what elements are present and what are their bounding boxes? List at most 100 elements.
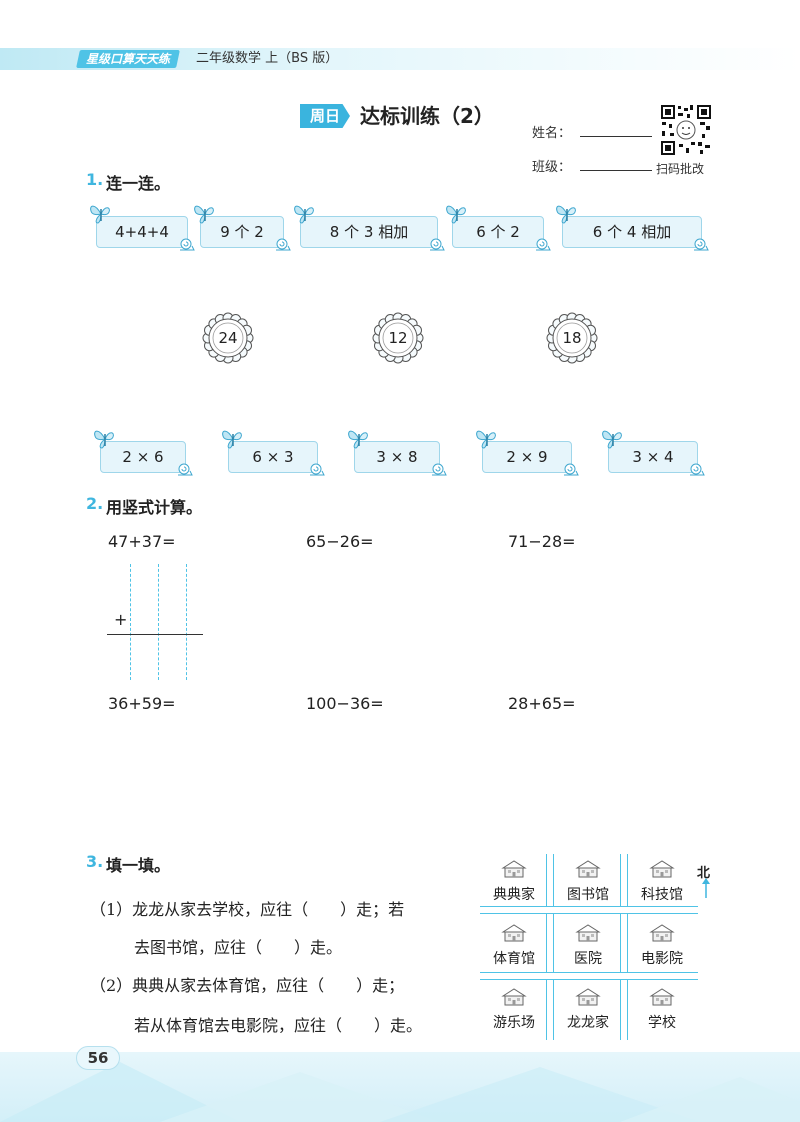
section-1-title: 连一连。 bbox=[106, 174, 171, 193]
map-place-label: 医院 bbox=[574, 951, 602, 967]
scan-label: 扫码批改 bbox=[656, 162, 705, 176]
page-title: 达标训练（2） bbox=[360, 104, 494, 128]
match-card-label: 6 × 3 bbox=[252, 448, 294, 466]
column-guide-line bbox=[158, 564, 159, 680]
calc-expression: 47+37= bbox=[108, 532, 176, 551]
flower-target-icon[interactable] bbox=[546, 312, 598, 364]
butterfly-icon bbox=[94, 430, 114, 449]
calc-expression: 36+59= bbox=[108, 694, 176, 713]
flower-number: 18 bbox=[562, 329, 582, 347]
snail-icon bbox=[276, 238, 291, 251]
flower-target-icon[interactable] bbox=[372, 312, 424, 364]
section-3-title: 填一填。 bbox=[106, 856, 171, 875]
building-icon bbox=[649, 924, 675, 942]
sum-line bbox=[107, 634, 203, 635]
calc-expression: 100−36= bbox=[306, 694, 384, 713]
header-band bbox=[0, 48, 800, 70]
butterfly-icon bbox=[446, 205, 466, 224]
name-blank[interactable] bbox=[580, 136, 652, 137]
flower-target-icon[interactable] bbox=[202, 312, 254, 364]
match-card[interactable]: 3 × 4 bbox=[602, 430, 705, 476]
snail-icon bbox=[694, 238, 709, 251]
building-icon bbox=[501, 860, 527, 878]
match-card[interactable]: 3 × 8 bbox=[348, 430, 447, 476]
match-card[interactable]: 4+4+4 bbox=[90, 205, 195, 251]
building-icon bbox=[575, 988, 601, 1006]
map-street-vertical bbox=[546, 854, 554, 1040]
column-guide-line bbox=[186, 564, 187, 680]
butterfly-icon bbox=[222, 430, 242, 449]
class-blank[interactable] bbox=[580, 170, 652, 171]
calc-expression: 71−28= bbox=[508, 532, 576, 551]
building-icon bbox=[575, 860, 601, 878]
butterfly-icon bbox=[90, 205, 110, 224]
match-card[interactable]: 6 个 4 相加 bbox=[556, 205, 709, 251]
snail-icon bbox=[430, 238, 445, 251]
snail-icon bbox=[690, 463, 705, 476]
match-card[interactable]: 2 × 9 bbox=[476, 430, 579, 476]
match-card[interactable]: 6 × 3 bbox=[222, 430, 325, 476]
match-card[interactable]: 9 个 2 bbox=[194, 205, 291, 251]
flower-number: 24 bbox=[218, 329, 238, 347]
map-street-horizontal bbox=[480, 972, 698, 980]
butterfly-icon bbox=[476, 430, 496, 449]
map-place-label: 学校 bbox=[648, 1015, 676, 1031]
day-badge: 周日 bbox=[300, 104, 350, 128]
match-card[interactable]: 8 个 3 相加 bbox=[294, 205, 445, 251]
building-icon bbox=[501, 988, 527, 1006]
snail-icon bbox=[564, 463, 579, 476]
question-1-line-2: 去图书馆，应往（ ）走。 bbox=[134, 938, 343, 957]
butterfly-icon bbox=[348, 430, 368, 449]
question-1-line-1: （1）龙龙从家去学校，应往（ ）走；若 bbox=[90, 900, 405, 919]
page-number: 56 bbox=[76, 1046, 120, 1070]
north-label: 北 bbox=[697, 866, 711, 881]
snail-icon bbox=[178, 463, 193, 476]
flower-number: 12 bbox=[388, 329, 408, 347]
match-card-label: 3 × 8 bbox=[376, 448, 418, 466]
butterfly-icon bbox=[294, 205, 314, 224]
class-label: 班级： bbox=[532, 160, 572, 175]
column-guide-line bbox=[130, 564, 131, 680]
book-title: 二年级数学 上（BS 版） bbox=[196, 51, 339, 66]
map-place-label: 游乐场 bbox=[493, 1015, 535, 1031]
building-icon bbox=[649, 988, 675, 1006]
plus-sign: + bbox=[114, 610, 128, 629]
map-place-label: 科技馆 bbox=[641, 887, 683, 903]
map-place-label: 龙龙家 bbox=[567, 1015, 609, 1031]
section-2-title: 用竖式计算。 bbox=[106, 498, 203, 517]
north-arrow-icon bbox=[702, 878, 710, 898]
calc-expression: 28+65= bbox=[508, 694, 576, 713]
series-tag: 星级口算天天练 bbox=[76, 50, 180, 68]
snail-icon bbox=[536, 238, 551, 251]
question-2-line-2: 若从体育馆去电影院，应往（ ）走。 bbox=[134, 1016, 423, 1035]
match-card-label: 9 个 2 bbox=[220, 223, 264, 241]
town-map: 典典家 图书馆 科技馆体育馆 医院 电影院游乐场 龙龙家 学校 bbox=[480, 854, 698, 1040]
map-place-label: 图书馆 bbox=[567, 887, 609, 903]
map-place-label: 体育馆 bbox=[493, 951, 535, 967]
match-card-label: 3 × 4 bbox=[632, 448, 674, 466]
match-card-label: 6 个 2 bbox=[476, 223, 520, 241]
building-icon bbox=[501, 924, 527, 942]
building-icon bbox=[649, 860, 675, 878]
map-place-label: 电影院 bbox=[641, 951, 683, 967]
match-card[interactable]: 6 个 2 bbox=[446, 205, 551, 251]
snail-icon bbox=[310, 463, 325, 476]
map-street-vertical bbox=[620, 854, 628, 1040]
name-label: 姓名： bbox=[532, 126, 572, 141]
map-place-label: 典典家 bbox=[493, 887, 535, 903]
butterfly-icon bbox=[194, 205, 214, 224]
match-card-label: 2 × 6 bbox=[122, 448, 164, 466]
question-2-line-1: （2）典典从家去体育馆，应往（ ）走； bbox=[90, 976, 405, 995]
snail-icon bbox=[432, 463, 447, 476]
section-3-number: 3. bbox=[86, 852, 104, 871]
map-street-horizontal bbox=[480, 906, 698, 914]
match-card-label: 2 × 9 bbox=[506, 448, 548, 466]
butterfly-icon bbox=[602, 430, 622, 449]
butterfly-icon bbox=[556, 205, 576, 224]
building-icon bbox=[575, 924, 601, 942]
match-card[interactable]: 2 × 6 bbox=[94, 430, 193, 476]
section-2-number: 2. bbox=[86, 494, 104, 513]
snail-icon bbox=[180, 238, 195, 251]
qr-code-icon[interactable] bbox=[660, 104, 712, 156]
section-1-number: 1. bbox=[86, 170, 104, 189]
